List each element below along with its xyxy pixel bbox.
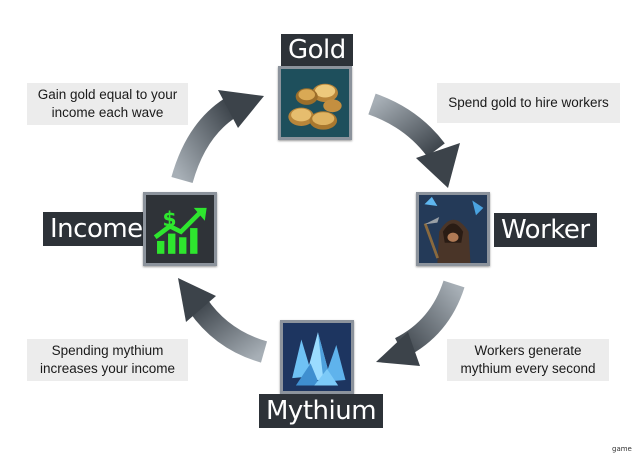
arrow-gold-to-worker bbox=[368, 93, 460, 188]
arrow-income-to-gold bbox=[171, 90, 264, 184]
desc-gold-to-worker: Spend gold to hire workers bbox=[437, 83, 620, 123]
gold-coins-icon bbox=[278, 66, 352, 140]
desc-text-line: income each wave bbox=[51, 105, 164, 120]
desc-text-line: increases your income bbox=[39, 361, 176, 376]
arrow-worker-to-mythium bbox=[376, 280, 465, 366]
hooded-worker-icon bbox=[416, 192, 490, 266]
mythium-crystal-icon bbox=[280, 320, 354, 394]
mythium-label: Mythium bbox=[259, 394, 384, 428]
income-label: Income bbox=[43, 212, 150, 246]
desc-text-line: Workers generate bbox=[474, 343, 582, 358]
desc-worker-to-mythium: Workers generate mythium every second bbox=[447, 339, 609, 381]
desc-mythium-to-income: Spending mythium increases your income bbox=[27, 339, 188, 381]
worker-label: Worker bbox=[494, 213, 597, 247]
svg-text:$: $ bbox=[163, 207, 177, 231]
gold-label: Gold bbox=[281, 34, 353, 66]
desc-income-to-gold: Gain gold equal to your income each wave bbox=[27, 83, 188, 125]
income-chart-icon: $ bbox=[143, 192, 217, 266]
desc-text-line: Gain gold equal to your bbox=[37, 87, 178, 102]
desc-text: Spend gold to hire workers bbox=[448, 95, 609, 110]
watermark-text: game bbox=[612, 445, 632, 453]
desc-text-line: Spending mythium bbox=[51, 343, 164, 358]
desc-text-line: mythium every second bbox=[460, 361, 596, 376]
arrow-mythium-to-income bbox=[178, 278, 268, 363]
